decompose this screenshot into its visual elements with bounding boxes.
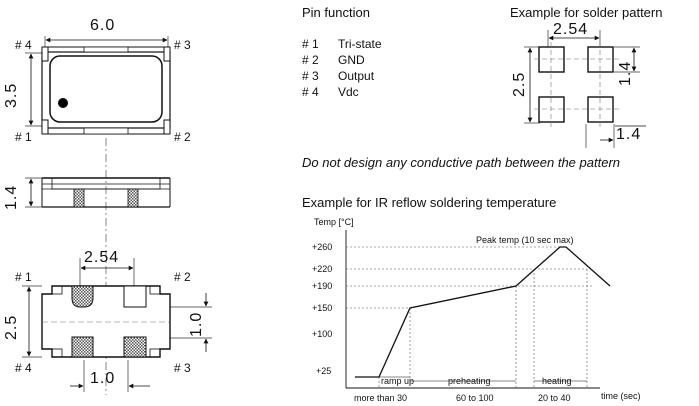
reflow-profile-curve [355, 246, 611, 378]
pad-2 [123, 285, 147, 308]
package-lid [49, 55, 163, 123]
solder-pitch-dimension: 2.54 [553, 21, 588, 38]
pad-1 [71, 285, 94, 308]
pin-name-4: Vdc [338, 85, 359, 99]
y-tick: +150 [312, 303, 332, 313]
bottom-view: 2.54 2.5 1.0 1.0 # 1 # 2 # 4 # 3 [3, 249, 212, 392]
solder-pad [587, 46, 614, 73]
pin1-marker-dot [58, 98, 68, 108]
pin-label-tl: # 4 [15, 38, 32, 52]
y-tick: +220 [312, 264, 332, 274]
duration-label: more than 30 [354, 393, 407, 403]
phase-label: ramp up [381, 376, 414, 386]
bottom-pin-label-br: # 3 [174, 361, 191, 375]
pad-3 [123, 336, 147, 358]
pin-num-3: # 3 [302, 69, 319, 83]
pin-name-1: Tri-state [338, 37, 382, 51]
bottom-pad-width-dimension: 1.0 [90, 370, 115, 387]
solder-pad [538, 46, 565, 73]
duration-label: 20 to 40 [538, 393, 571, 403]
pin-label-bl: # 1 [15, 130, 32, 144]
reflow-title: Example for IR reflow soldering temperat… [302, 195, 556, 210]
solder-pad [538, 96, 565, 123]
x-axis-label: time (sec) [601, 391, 641, 401]
pin-function-table: Pin function # 1 Tri-state # 2 GND # 3 O… [302, 5, 382, 99]
height-dimension: 3.5 [3, 83, 20, 108]
solder-pattern-title: Example for solder pattern [510, 5, 662, 20]
bottom-height-dimension: 2.5 [3, 315, 20, 340]
solder-height-dimension: 2.5 [511, 72, 528, 97]
solder-pad-height-dimension: 1.4 [617, 61, 634, 86]
side-height-dimension: 1.4 [3, 185, 20, 210]
bottom-pin-label-tl: # 1 [15, 270, 32, 284]
y-tick: +25 [316, 366, 331, 376]
pin-num-4: # 4 [302, 85, 319, 99]
bottom-pin-label-bl: # 4 [15, 361, 32, 375]
pin-num-2: # 2 [302, 53, 319, 67]
pad-4 [71, 336, 94, 358]
width-dimension: 6.0 [90, 17, 115, 34]
bottom-pad-height-dimension: 1.0 [188, 312, 205, 337]
phase-label: preheating [448, 376, 491, 386]
y-axis-label: Temp [°C] [314, 217, 354, 227]
pin-label-br: # 2 [174, 130, 191, 144]
pin-name-2: GND [338, 53, 365, 67]
duration-label: 60 to 100 [456, 393, 494, 403]
side-view: 1.4 [3, 177, 171, 210]
phase-label: heating [542, 376, 572, 386]
solder-pattern: Example for solder pattern 2.54 2.5 1.4 … [510, 5, 662, 148]
y-tick: +260 [312, 242, 332, 252]
bottom-pitch-dimension: 2.54 [84, 249, 119, 266]
pin-num-1: # 1 [302, 37, 319, 51]
solder-pad-width-dimension: 1.4 [616, 126, 641, 143]
y-tick: +100 [312, 329, 332, 339]
bottom-pin-label-tr: # 2 [174, 270, 191, 284]
design-note: Do not design any conductive path betwee… [302, 155, 620, 170]
reflow-chart: Example for IR reflow soldering temperat… [302, 195, 641, 403]
solder-pad [587, 96, 614, 123]
bottom-package-outline [41, 285, 171, 358]
top-view: 6.0 3.5 # 4 # 3 # 1 # 2 [3, 17, 191, 144]
peak-label: Peak temp (10 sec max) [476, 235, 574, 245]
pin-function-title: Pin function [302, 5, 370, 20]
pin-label-tr: # 3 [174, 38, 191, 52]
pin-name-3: Output [338, 69, 375, 83]
y-tick: +190 [312, 281, 332, 291]
